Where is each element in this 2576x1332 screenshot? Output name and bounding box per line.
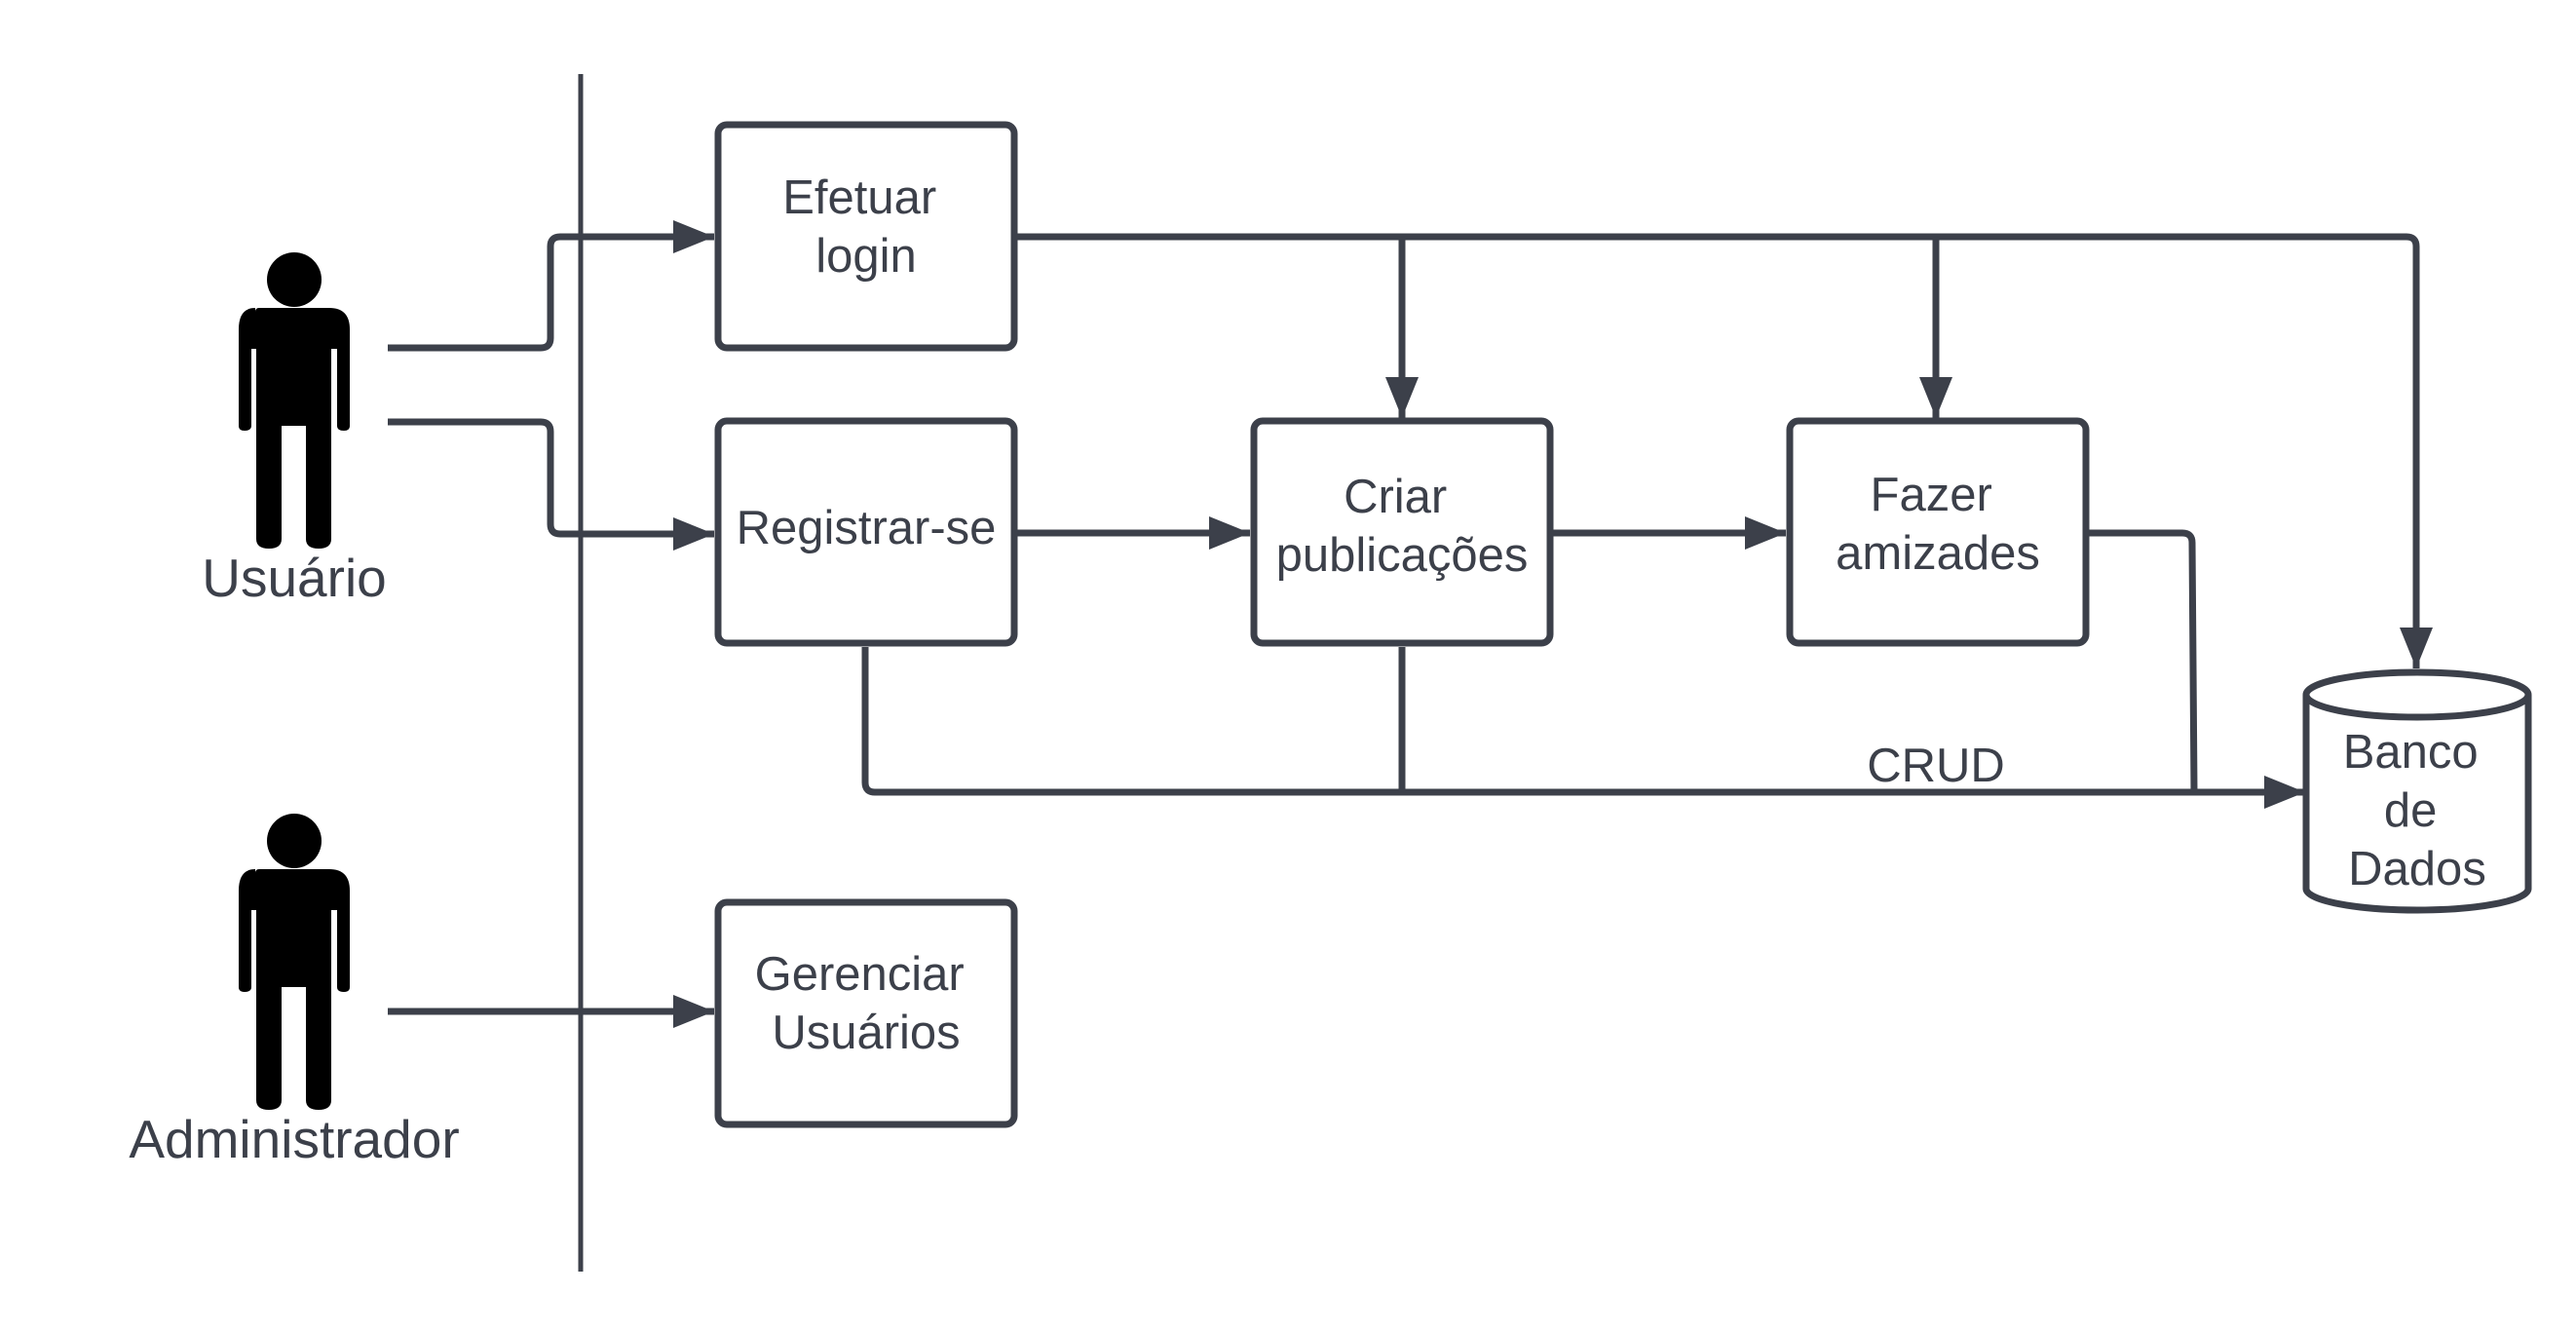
connector-usuario-to-efetuar-login [388, 220, 714, 352]
connector-crud-to-database [861, 647, 2305, 809]
process-label: Efetuar login [782, 171, 950, 283]
process-label: Fazer amizades [1836, 469, 2040, 580]
process-gerenciar-usuarios: Gerenciar Usuários [714, 898, 1018, 1128]
actor-label: Usuário [202, 548, 387, 608]
person-icon [239, 252, 350, 549]
process-criar-publicacoes: Criar publicações [1250, 417, 1554, 647]
actor-usuario: Usuário [202, 252, 387, 608]
process-fazer-amizades: Fazer amizades [1786, 417, 2090, 647]
database-cylinder-icon: Banco de Dados [2302, 668, 2532, 914]
connector-usuario-to-registrar [388, 418, 714, 551]
process-label: Gerenciar Usuários [755, 948, 978, 1059]
process-label: Registrar-se [737, 502, 997, 554]
actor-label: Administrador [129, 1109, 459, 1169]
connector-login-to-database [1014, 233, 2433, 668]
database-label-line: Dados [2348, 843, 2486, 895]
process-label-line: Usuários [772, 1007, 960, 1059]
process-label-line: Criar [1344, 471, 1447, 523]
database-label: Banco de Dados [2343, 726, 2492, 895]
process-label-line: publicações [1276, 529, 1529, 582]
edge-label-crud: CRUD [1867, 740, 2005, 792]
process-label-line: Registrar-se [737, 502, 997, 554]
process-label-line: Efetuar [782, 171, 936, 224]
process-label: Criar publicações [1276, 471, 1529, 582]
process-label-line: Fazer [1871, 469, 1992, 521]
process-registrar: Registrar-se [714, 417, 1018, 647]
database-label-line: Banco [2343, 726, 2479, 779]
process-label-line: Gerenciar [755, 948, 965, 1001]
connector-fazer-amizades-to-crud [2086, 529, 2198, 793]
database-label-line: de [2384, 784, 2438, 837]
process-label-line: login [815, 230, 917, 283]
person-icon [239, 814, 350, 1110]
actor-administrador: Administrador [129, 814, 460, 1169]
process-efetuar-login: Efetuar login [714, 121, 1018, 352]
process-label-line: amizades [1836, 527, 2040, 580]
